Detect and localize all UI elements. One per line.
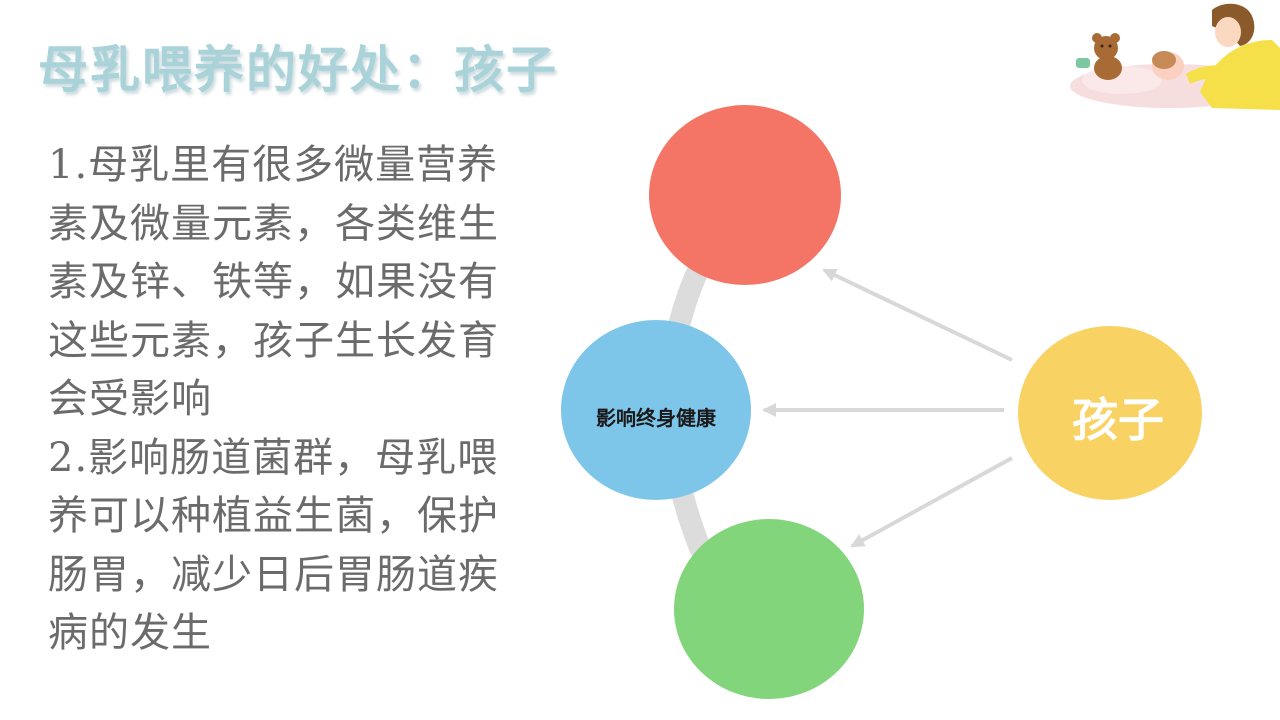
arrow-to-top (822, 268, 1013, 362)
center-circle-label: 孩子 (1072, 393, 1164, 447)
bottom-circle (674, 519, 864, 699)
middle-circle-label: 影响终身健康 (596, 406, 717, 430)
top-circle (649, 105, 841, 285)
mother-and-baby-illustration-icon (1070, 3, 1280, 110)
middle-circle (561, 320, 751, 500)
paragraph-nutrients: 1.母乳里有很多微量营养素及微量元素，各类维生素及锌、铁等，如果没有这些元素，孩… (48, 142, 499, 422)
slide-title: 母乳喂养的好处：孩子 (38, 41, 558, 99)
paragraph-gut-flora: 2.影响肠道菌群，母乳喂养可以种植益生菌，保护肠胃，减少日后胃肠道疾病的发生 (48, 434, 499, 657)
center-circle (1018, 326, 1202, 500)
arrow-to-bottom (850, 456, 1013, 548)
body-text: 1.母乳里有很多微量营养素及微量元素，各类维生素及锌、铁等，如果没有这些元素，孩… (48, 136, 532, 663)
